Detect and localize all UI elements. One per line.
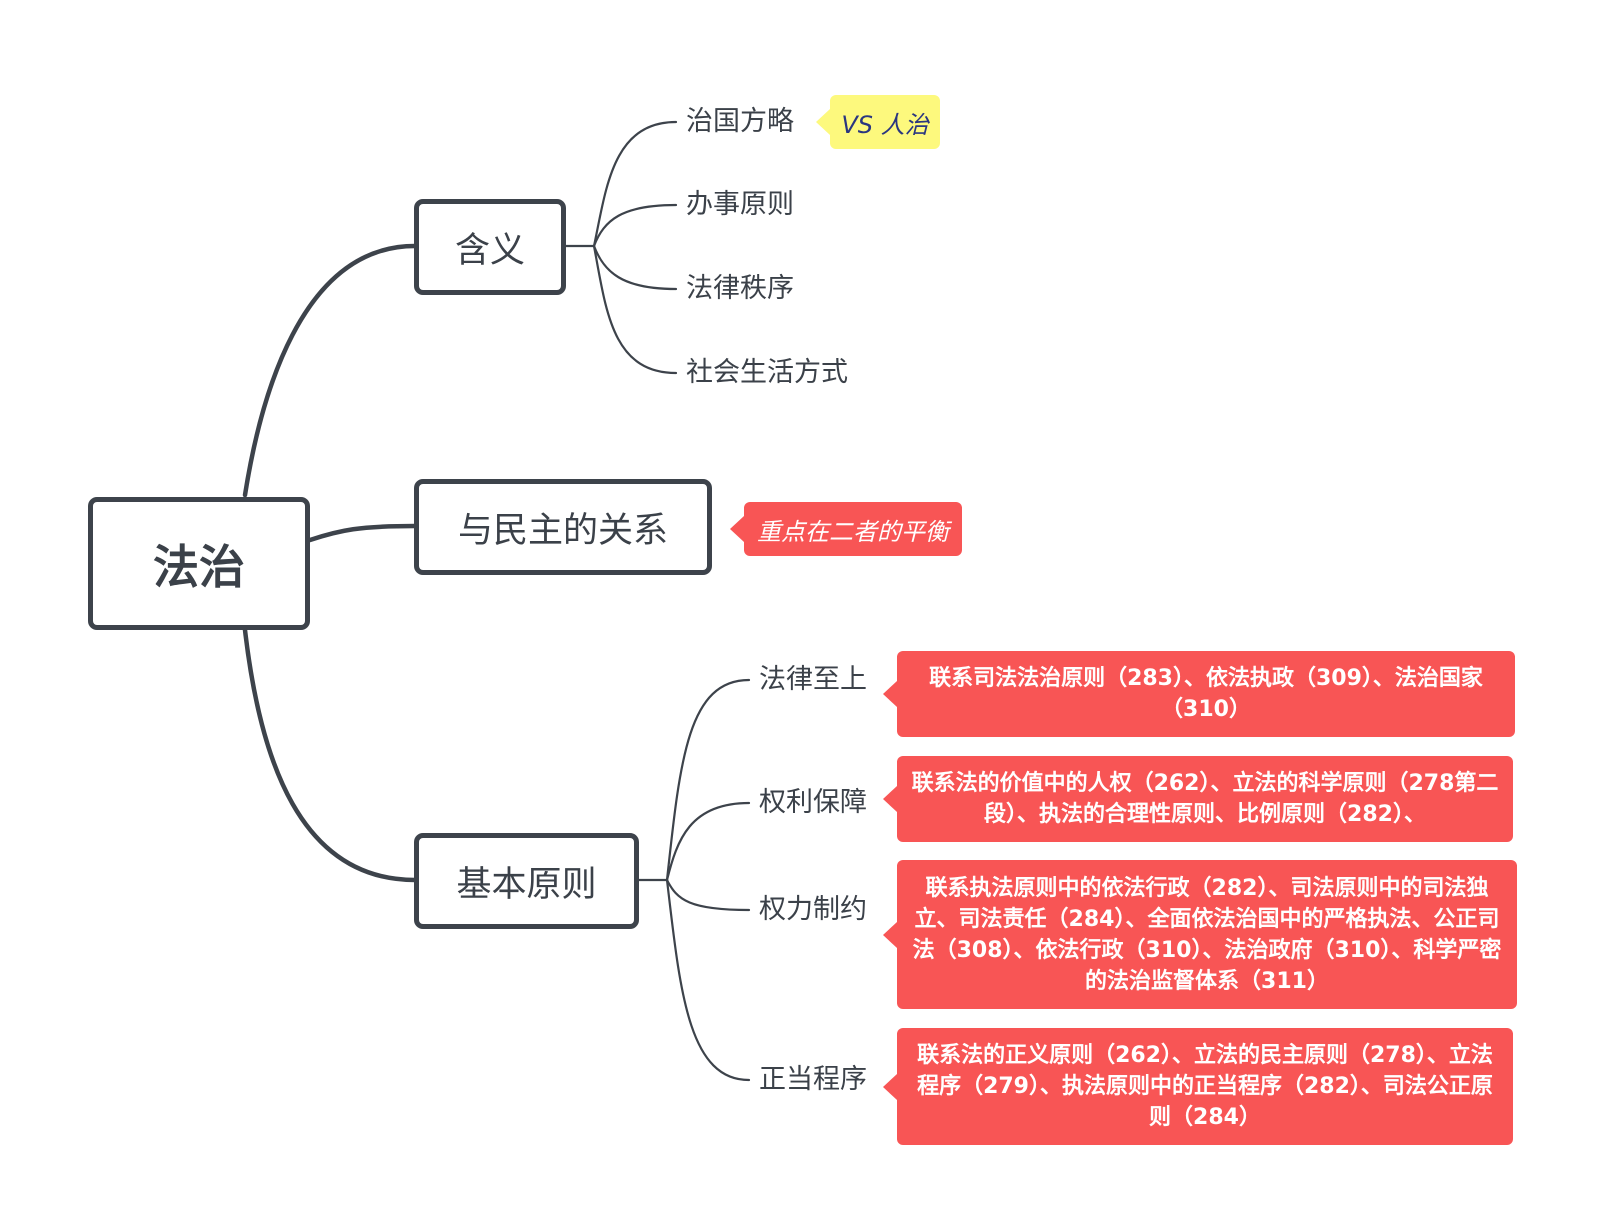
link-principles-procedure: [665, 878, 751, 1082]
leaf-power-restraint[interactable]: 权力制约: [759, 894, 867, 925]
leaf-rights-protection[interactable]: 权利保障: [759, 787, 867, 818]
leaf-legal-supremacy[interactable]: 法律至上: [759, 664, 867, 695]
leaf-governance-strategy[interactable]: 治国方略: [686, 106, 794, 137]
branch-democracy-relation[interactable]: 与民主的关系: [414, 479, 712, 575]
link-root-principles: [242, 627, 418, 883]
branch-basic-principles[interactable]: 基本原则: [414, 833, 639, 929]
link-meaning-order: [592, 244, 678, 291]
link-meaning-lifestyle: [592, 244, 678, 375]
note-vs-rule-of-man[interactable]: VS 人治: [816, 95, 940, 149]
note-supremacy-links[interactable]: 联系司法法治原则（283）、依法执政（309）、法治国家（310）: [883, 651, 1515, 737]
link-root-meaning: [242, 243, 418, 498]
note-rights-links[interactable]: 联系法的价值中的人权（262）、立法的科学原则（278第二段）、执法的合理性原则…: [883, 756, 1513, 842]
link-principles-power: [665, 878, 751, 912]
link-principles-rights: [665, 801, 751, 882]
leaf-legal-order[interactable]: 法律秩序: [686, 273, 794, 304]
link-meaning-strategy: [592, 120, 678, 248]
note-procedure-links[interactable]: 联系法的正义原则（262）、立法的民主原则（278）、立法程序（279）、执法原…: [883, 1028, 1513, 1145]
branch-meaning[interactable]: 含义: [414, 199, 566, 295]
leaf-work-principle[interactable]: 办事原则: [686, 189, 794, 220]
link-principles-supremacy: [665, 678, 751, 882]
note-power-links[interactable]: 联系执法原则中的依法行政（282）、司法原则中的司法独立、司法责任（284）、全…: [883, 860, 1517, 1009]
leaf-social-lifestyle[interactable]: 社会生活方式: [686, 357, 848, 388]
note-democracy-balance[interactable]: 重点在二者的平衡: [730, 502, 962, 556]
link-meaning-principle: [592, 203, 678, 248]
link-root-democracy: [307, 523, 418, 543]
root-topic[interactable]: 法治: [88, 497, 310, 630]
leaf-due-process[interactable]: 正当程序: [759, 1064, 867, 1095]
